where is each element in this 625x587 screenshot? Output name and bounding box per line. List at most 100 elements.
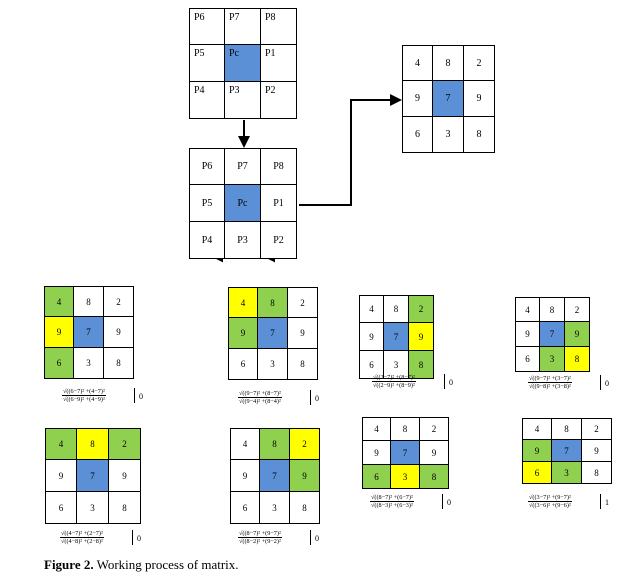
matrix-cell: 4	[362, 417, 391, 441]
evaluation-value: 0	[137, 534, 141, 543]
matrix-cell: 4	[45, 428, 77, 460]
caption-text: Working process of matrix.	[93, 557, 239, 572]
matrix-cell: 9	[419, 440, 449, 465]
matrix-cell: 7	[73, 316, 104, 348]
evaluation-value: 0	[139, 392, 143, 401]
matrix-cell: 7	[390, 440, 420, 465]
matrix-cell: 3	[551, 461, 582, 484]
formula-denominator: √((8−3)² +(6−3)²	[371, 502, 413, 509]
matrix-cell: P3	[224, 81, 261, 119]
evaluation-bar	[310, 390, 311, 405]
evaluation-value: 0	[605, 379, 609, 388]
matrix-cell: 3	[259, 491, 290, 524]
matrix-cell: P1	[260, 44, 297, 82]
evaluation-value: 0	[315, 534, 319, 543]
evaluation-value: 0	[449, 378, 453, 387]
matrix-cell: P6	[189, 8, 225, 45]
distance-ratio-formula: √((9−7)² +(8−7)²√((9−4)² +(8−4)²	[238, 390, 282, 405]
matrix-cell: 6	[228, 348, 258, 380]
matrix-cell: 2	[408, 295, 434, 323]
matrix-cell: 9	[289, 459, 320, 492]
formula-denominator: √((8−2)² +(9−2)²	[239, 538, 281, 545]
matrix-cell: 3	[73, 347, 104, 379]
evaluation-bar	[444, 374, 445, 389]
matrix-cell: 8	[287, 348, 318, 380]
matrix-cell: P1	[260, 184, 297, 222]
matrix-cell: 2	[581, 418, 612, 440]
matrix-cell: P3	[224, 221, 261, 259]
matrix-cell: Pc	[224, 184, 261, 222]
matrix-cell: 8	[73, 286, 104, 317]
distance-ratio-formula: √((4−7)² +(2−7)²√((4−8)² +(2−8)²	[60, 530, 104, 545]
matrix-cell: P5	[189, 44, 225, 82]
matrix-cell: 9	[359, 322, 384, 351]
matrix-cell: 2	[289, 428, 320, 460]
connector-arrow	[299, 94, 402, 206]
matrix-cell: 7	[551, 439, 582, 462]
matrix-cell: 7	[383, 322, 409, 351]
matrix-cell: 8	[551, 418, 582, 440]
figure-caption: Figure 2. Working process of matrix.	[44, 557, 239, 573]
formula-denominator: √((9−4)² +(8−4)²	[239, 398, 281, 405]
matrix-cell: 3	[76, 491, 109, 524]
matrix-cell: P8	[260, 8, 297, 45]
matrix-cell: 8	[289, 491, 320, 524]
matrix-cell: 8	[564, 346, 590, 372]
matrix-cell: 3	[257, 348, 288, 380]
matrix-cell: 9	[287, 317, 318, 349]
formula-numerator: √((2−7)² +(8−7)²	[372, 374, 416, 382]
distance-ratio-formula: √((9−7)² +(3−7)²√((9−8)² +(3−8)²	[528, 375, 572, 390]
matrix-cell: P8	[260, 148, 297, 185]
matrix-cell: 4	[359, 295, 384, 323]
formula-denominator: √((4−8)² +(2−8)²	[61, 538, 103, 545]
matrix-cell: 8	[432, 45, 464, 81]
matrix-cell: 9	[515, 321, 540, 347]
formula-numerator: √((3−7)² +(9−7)²	[528, 494, 572, 502]
matrix-cell: 7	[257, 317, 288, 349]
matrix-cell: 6	[44, 347, 74, 379]
formula-denominator: √((3−6)² +(9−6)²	[529, 502, 571, 509]
matrix-cell: 2	[463, 45, 495, 81]
matrix-cell: 6	[230, 491, 260, 524]
formula-numerator: √((9−7)² +(3−7)²	[528, 375, 572, 383]
matrix-cell: 6	[359, 350, 384, 379]
distance-ratio-formula: √((8−7)² +(6−7)²√((8−3)² +(6−3)²	[370, 494, 414, 509]
formula-numerator: √((4−7)² +(2−7)²	[60, 530, 104, 538]
matrix-cell: 9	[103, 316, 134, 348]
matrix-cell: P7	[224, 8, 261, 45]
matrix-cell: 9	[45, 459, 77, 492]
matrix-cell: 9	[581, 439, 612, 462]
matrix-cell: 9	[564, 321, 590, 347]
matrix-cell: 4	[228, 287, 258, 318]
distance-ratio-formula: √((6−7)² +(4−7)²√((6−9)² +(4−9)²	[62, 388, 106, 403]
matrix-cell: 3	[432, 116, 464, 153]
matrix-cell: 9	[402, 80, 433, 117]
matrix-cell: 2	[564, 297, 590, 322]
evaluation-bar	[600, 375, 601, 390]
matrix-cell: P7	[224, 148, 261, 185]
matrix-cell: 8	[103, 347, 134, 379]
matrix-cell: 7	[76, 459, 109, 492]
formula-denominator: √((2−9)² +(8−9)²	[373, 382, 415, 389]
matrix-cell: 8	[390, 417, 420, 441]
matrix-cell: 8	[419, 464, 449, 489]
matrix-cell: P6	[189, 148, 225, 185]
matrix-cell: 8	[463, 116, 495, 153]
evaluation-value: 0	[447, 498, 451, 507]
matrix-cell: 8	[76, 428, 109, 460]
matrix-cell: 3	[539, 346, 565, 372]
matrix-cell: 2	[108, 428, 141, 460]
matrix-cell: P2	[260, 81, 297, 119]
matrix-cell: 4	[230, 428, 260, 460]
formula-numerator: √((6−7)² +(4−7)²	[62, 388, 106, 396]
matrix-cell: 6	[515, 346, 540, 372]
matrix-cell: 8	[539, 297, 565, 322]
evaluation-bar	[132, 530, 133, 545]
